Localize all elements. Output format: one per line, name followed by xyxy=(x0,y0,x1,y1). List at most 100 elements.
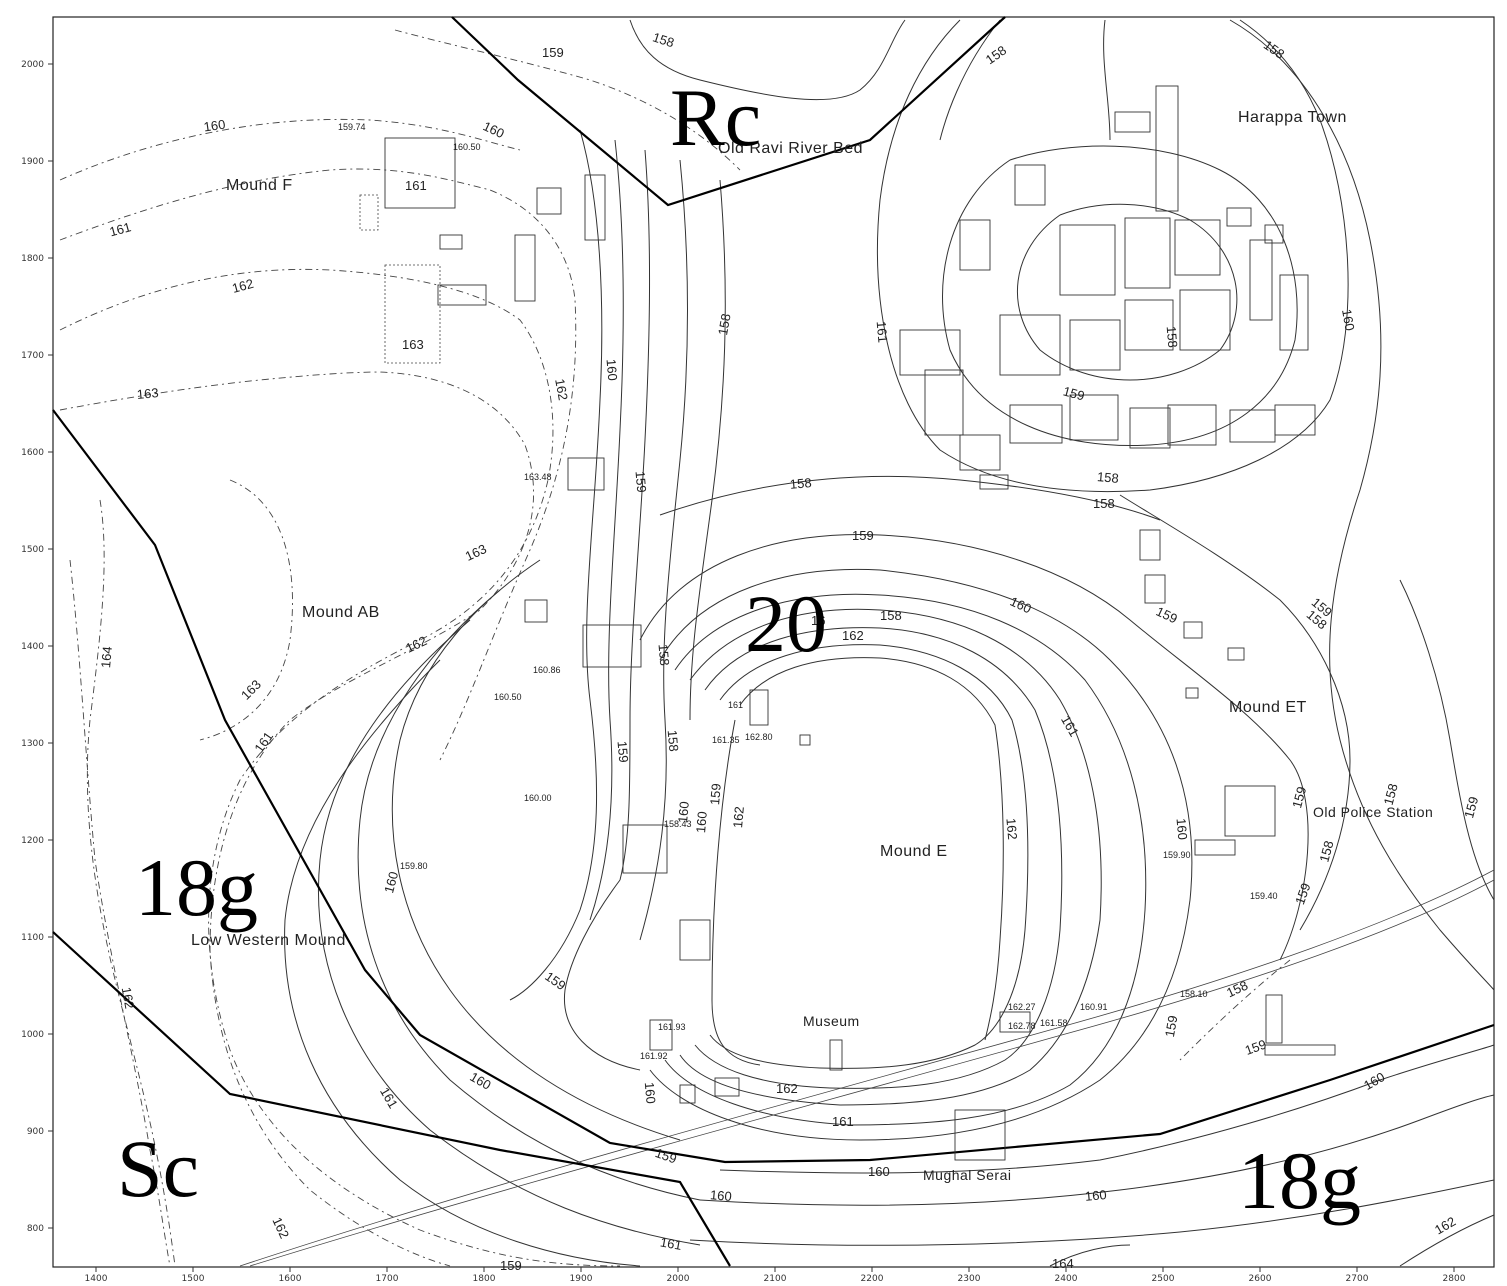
structure xyxy=(829,1039,843,1071)
contour-line xyxy=(689,179,726,721)
contour-label: 161 xyxy=(659,1234,683,1253)
contour-line xyxy=(664,593,1147,1126)
contour-line xyxy=(1103,19,1111,141)
x-tick-label: 2600 xyxy=(1249,1274,1272,1284)
contour-label: 162 xyxy=(552,378,571,402)
x-tick-label: 1700 xyxy=(376,1274,399,1284)
x-tick-label: 2800 xyxy=(1443,1274,1466,1284)
structure xyxy=(1014,164,1046,206)
y-tick-label: 1900 xyxy=(21,157,44,167)
structure xyxy=(959,434,1001,471)
structure xyxy=(899,329,961,376)
structure xyxy=(1264,224,1284,244)
structure xyxy=(1229,409,1276,443)
contour-label: 161 xyxy=(405,178,427,193)
structure xyxy=(622,824,668,874)
x-tick-label: 2500 xyxy=(1152,1274,1175,1284)
structure xyxy=(1183,621,1203,639)
contour-label: 159 xyxy=(500,1258,522,1273)
structure xyxy=(1279,274,1309,351)
contour-line xyxy=(1229,19,1495,991)
structure xyxy=(1124,217,1171,289)
structure xyxy=(1139,529,1161,561)
contour-label: 159 xyxy=(614,740,631,763)
contour-line xyxy=(59,371,535,1267)
contour-label: 159 xyxy=(1154,604,1180,627)
unit-rc-label: Rc xyxy=(670,72,761,163)
contour-line xyxy=(709,644,1029,1069)
structure xyxy=(679,1084,696,1104)
contour-label: 160 xyxy=(1084,1187,1107,1204)
contour-label: 160 xyxy=(1361,1069,1387,1093)
structure xyxy=(1274,404,1316,436)
contour-line xyxy=(649,568,1193,1141)
contour-label: 163 xyxy=(463,541,489,564)
spot-height: 159.40 xyxy=(1250,891,1278,901)
contour-line xyxy=(877,19,1349,493)
structure xyxy=(359,194,379,231)
contour-label: 159 xyxy=(653,1145,679,1167)
structure xyxy=(1227,647,1245,661)
map-frame xyxy=(52,16,1495,1268)
contour-label: 159 xyxy=(1162,1014,1181,1038)
contour-label: 160 xyxy=(868,1164,890,1179)
contour-line xyxy=(619,149,651,881)
contour-label: 159 xyxy=(542,45,564,60)
contour-line xyxy=(59,118,521,181)
y-tick-label: 1000 xyxy=(21,1030,44,1040)
structure xyxy=(1224,785,1276,837)
contour-line xyxy=(1399,1214,1495,1267)
structure xyxy=(1265,994,1283,1044)
x-tick-label: 1600 xyxy=(279,1274,302,1284)
x-tick-label: 1500 xyxy=(182,1274,205,1284)
y-tick-label: 1800 xyxy=(21,254,44,264)
structure xyxy=(954,1109,1006,1161)
contour-label: 159 xyxy=(1292,881,1314,907)
y-tick-label: 1300 xyxy=(21,739,44,749)
contour-label: 161 xyxy=(108,219,133,239)
y-tick-label: 1500 xyxy=(21,545,44,555)
structure xyxy=(999,314,1061,376)
structure xyxy=(679,919,711,961)
contour-lines xyxy=(59,19,1495,1267)
spot-height: 161.93 xyxy=(658,1022,686,1032)
spot-height: 160.91 xyxy=(1080,1002,1108,1012)
contour-label: 159 xyxy=(632,470,649,493)
contour-label: 158 xyxy=(880,608,902,623)
contour-label: 160 xyxy=(381,870,401,895)
contour-line xyxy=(509,129,603,1001)
spot-height: 161.35 xyxy=(712,735,740,745)
river-bank-line xyxy=(629,19,906,101)
contour-label: 161 xyxy=(377,1085,401,1111)
mughal-serai-label: Mughal Serai xyxy=(923,1167,1012,1183)
old-ravi-river-bed-label: Old Ravi River Bed xyxy=(718,140,863,157)
contour-label: 159 xyxy=(707,783,724,806)
structure xyxy=(749,689,769,726)
contour-label: 160 xyxy=(693,811,710,834)
contour-label: 160 xyxy=(1339,308,1358,332)
contour-line xyxy=(563,879,641,1071)
contour-label: 162 xyxy=(230,276,255,296)
unit-18g-west-label: 18g xyxy=(135,842,258,933)
river-bank-line xyxy=(394,29,741,171)
spot-height: 163.48 xyxy=(524,472,552,482)
contour-label: 158 xyxy=(1093,496,1115,511)
spot-height: 162.78 xyxy=(1008,1021,1036,1031)
mound-et-label: Mound ET xyxy=(1229,699,1307,716)
spot-height: 160.86 xyxy=(533,665,561,675)
contour-label: 158 xyxy=(715,312,734,336)
structure xyxy=(514,234,536,302)
spot-height: 160.50 xyxy=(494,692,522,702)
contour-label: 158 xyxy=(651,29,676,50)
contour-label: 162 xyxy=(842,628,864,643)
contour-label: 160 xyxy=(481,118,507,141)
contour-label: 158 xyxy=(789,475,812,492)
structure xyxy=(1144,574,1166,604)
x-tick-label: 2000 xyxy=(667,1274,690,1284)
spot-height: 162.27 xyxy=(1008,1002,1036,1012)
contour-line xyxy=(939,19,1001,141)
contour-label: 160 xyxy=(1173,818,1190,841)
structure xyxy=(1249,239,1273,321)
contour-label: 158 xyxy=(1381,782,1401,807)
contour-line xyxy=(357,589,701,1201)
